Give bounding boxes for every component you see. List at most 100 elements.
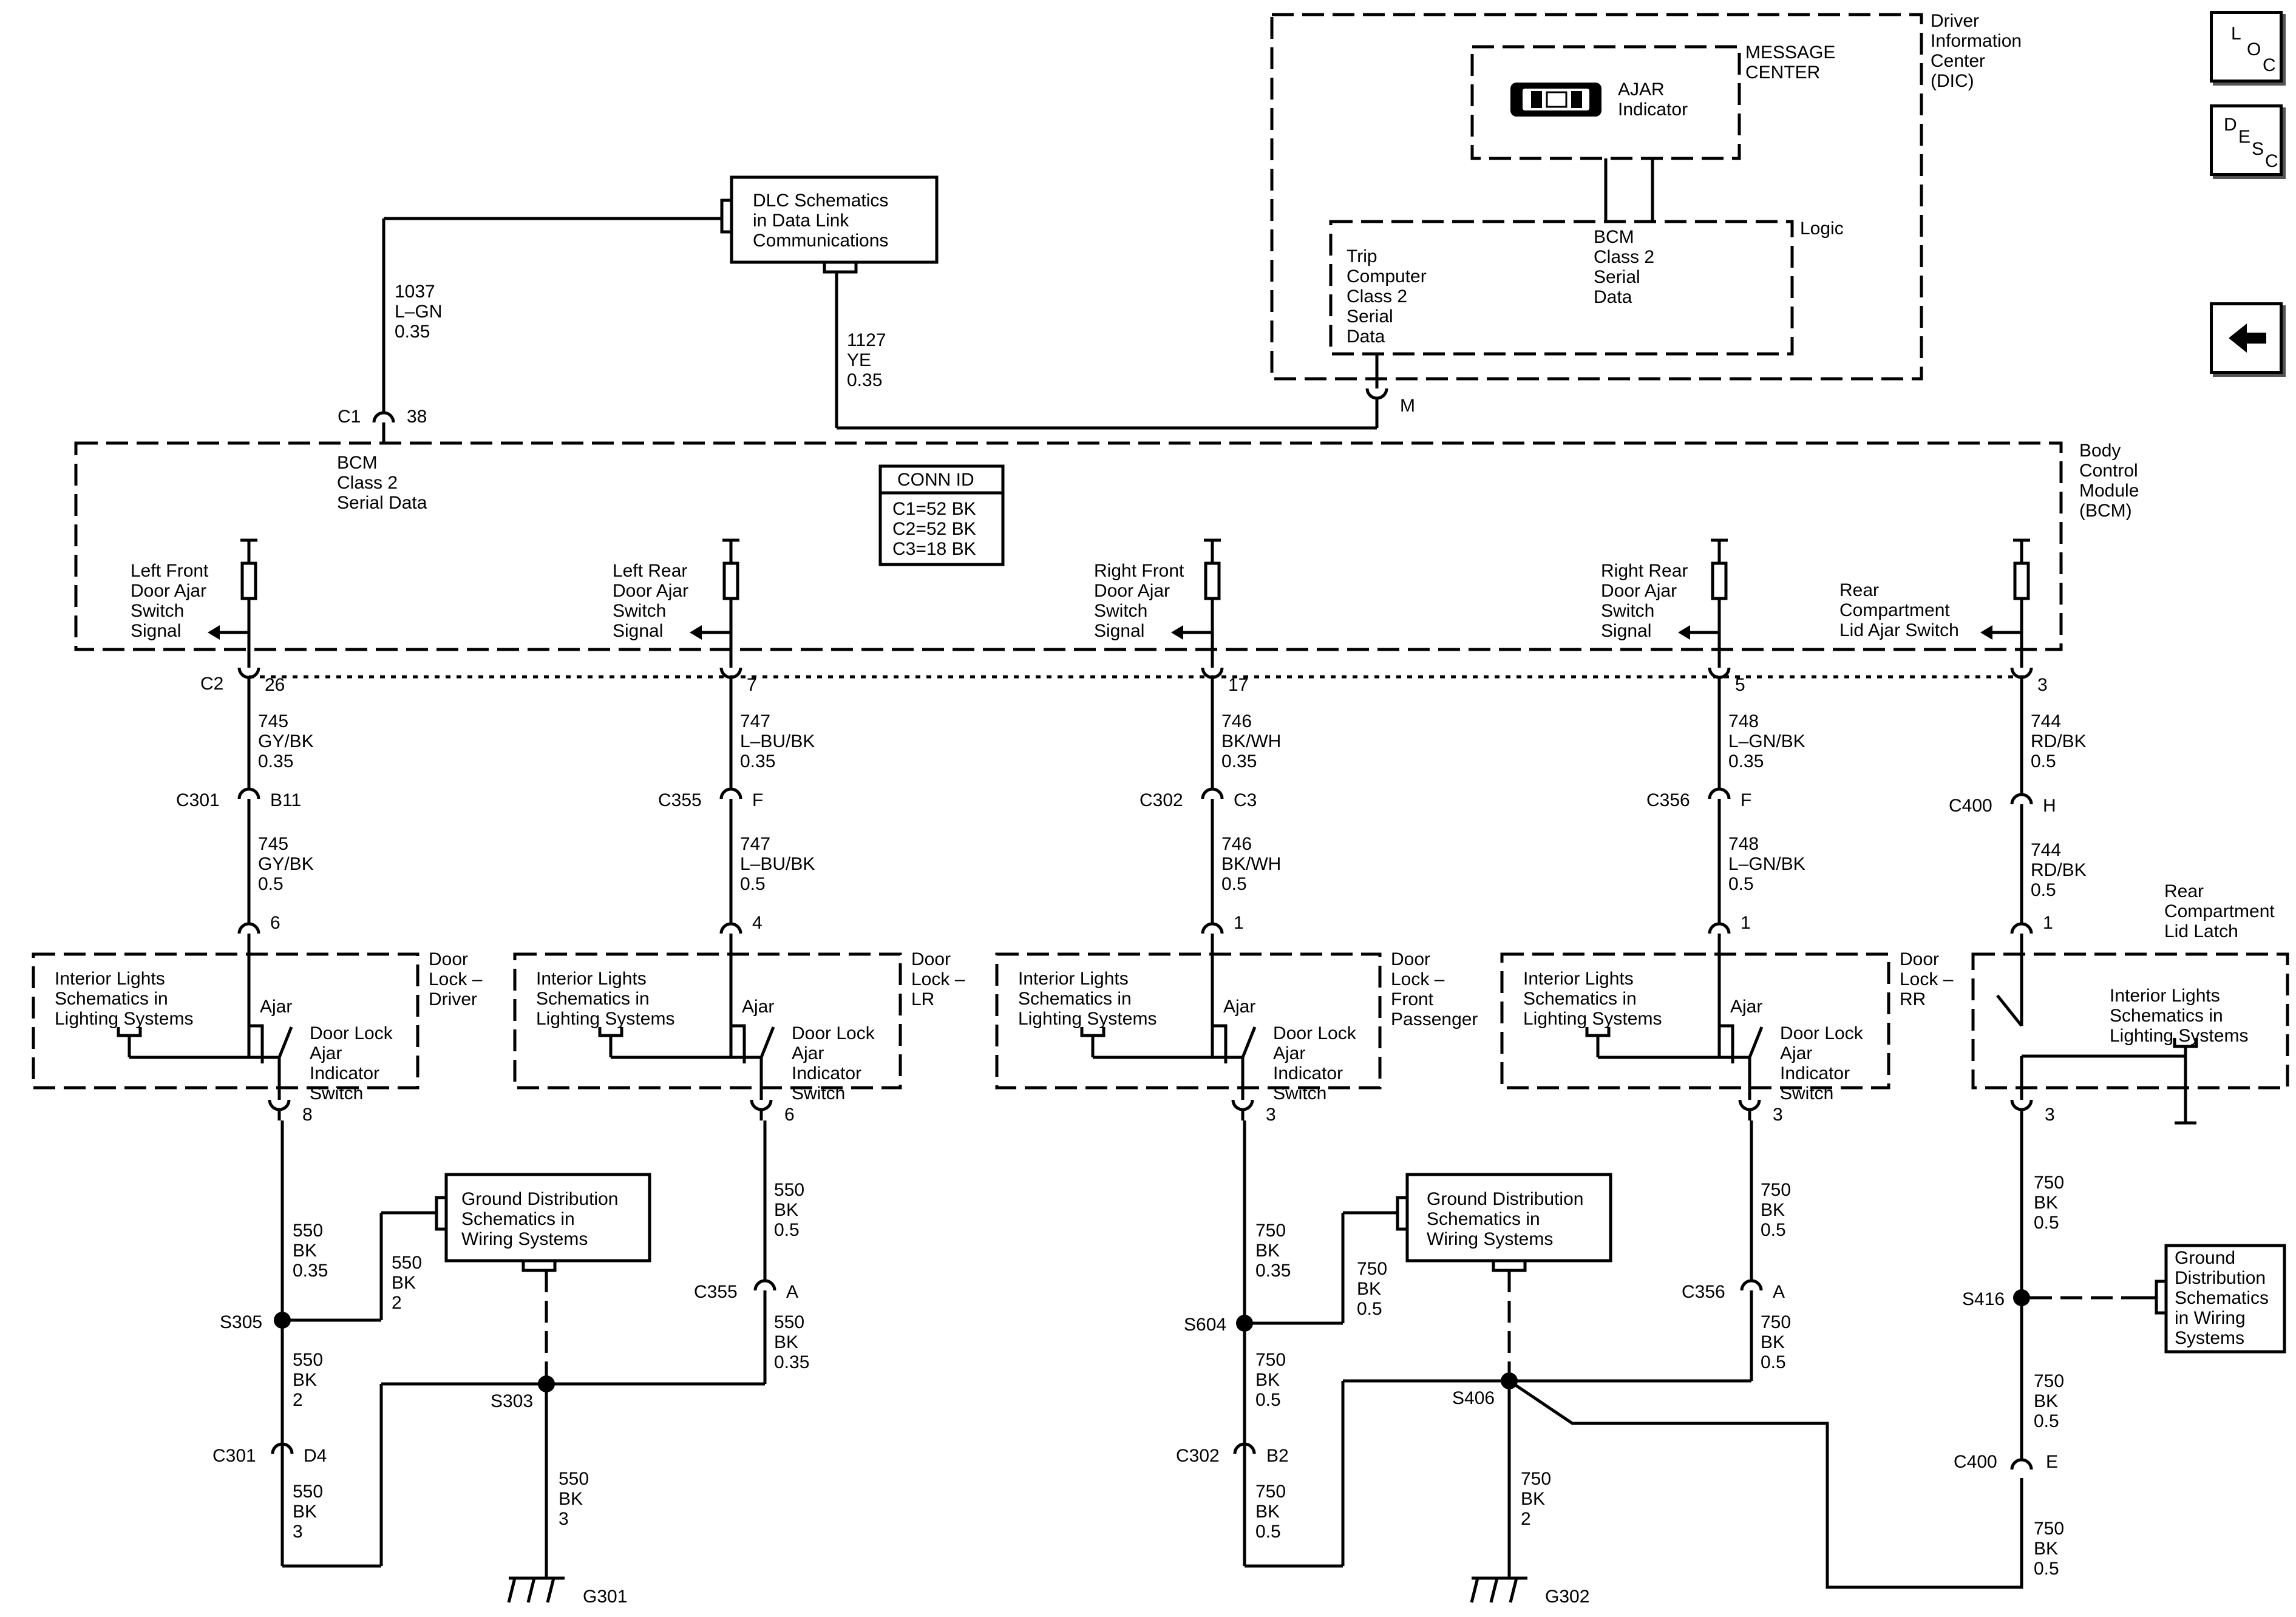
text-line: LR xyxy=(911,989,934,1009)
device-connector-out xyxy=(268,1099,291,1111)
text-line: Lighting Systems xyxy=(1018,1009,1156,1029)
text-line: 745 xyxy=(258,711,288,731)
device-box xyxy=(1500,952,1890,1090)
text-line: BK xyxy=(1357,1279,1381,1299)
text-line: Communications xyxy=(753,231,888,251)
bcm-c2-pin: 5 xyxy=(1735,675,1745,695)
device-box xyxy=(995,952,1382,1090)
text-line: 750 xyxy=(1761,1180,1791,1200)
text-line: Interior Lights xyxy=(1018,969,1129,989)
text-line: 746 xyxy=(1221,834,1252,854)
text-line: Signal xyxy=(1094,621,1144,641)
text-line: L–GN/BK xyxy=(1728,854,1805,874)
text-line: BK xyxy=(1521,1489,1545,1509)
text-line: Door xyxy=(1900,949,1939,969)
text-line: Body xyxy=(2079,441,2121,461)
text-line: Door xyxy=(429,949,468,969)
text-line: 0.5 xyxy=(2031,751,2056,771)
text-line: BK xyxy=(293,1370,317,1390)
text-line: Signal xyxy=(613,621,663,641)
text-line: Indicator xyxy=(1780,1063,1850,1083)
text-line: 0.35 xyxy=(847,370,882,390)
text-line: 550 xyxy=(774,1180,804,1200)
text-line: Signal xyxy=(1601,621,1651,641)
text-line: Lid Ajar Switch xyxy=(1839,620,1959,640)
text-line: 0.5 xyxy=(1255,1522,1281,1542)
text-line: Indicator xyxy=(1273,1063,1343,1083)
text-line: L–GN/BK xyxy=(1728,731,1805,751)
text-line: 2 xyxy=(1521,1509,1531,1529)
text-line: BK/WH xyxy=(1221,731,1281,751)
text-line: Distribution xyxy=(2175,1268,2266,1288)
device-pin-out: 8 xyxy=(302,1105,313,1125)
text-line: BK xyxy=(559,1489,583,1509)
text-line: Class 2 xyxy=(337,473,398,493)
text-line: Door Ajar xyxy=(131,581,206,601)
text-line: BCM xyxy=(337,453,378,473)
text-line: 550 xyxy=(392,1253,422,1273)
car-ajar-icon xyxy=(1510,83,1601,117)
device-box xyxy=(32,952,419,1090)
ajar-label: Ajar xyxy=(742,997,774,1017)
text-line: 750 xyxy=(1521,1469,1551,1489)
text-line: Switch xyxy=(1273,1083,1326,1103)
text-line: Systems xyxy=(2175,1328,2244,1348)
back-button[interactable] xyxy=(2210,302,2283,374)
loc-letter-l: L xyxy=(2231,24,2241,44)
text-line: Schematics in xyxy=(1018,989,1132,1009)
c356-a-pin: A xyxy=(1773,1282,1785,1302)
text-line: Schematics in xyxy=(1523,989,1637,1009)
text-line: Lock – xyxy=(1900,969,1954,989)
inline-connector-pin: F xyxy=(1741,790,1751,810)
text-line: Door Lock xyxy=(1273,1023,1357,1043)
text-line: Switch xyxy=(1601,601,1654,621)
text-line: Door Lock xyxy=(310,1023,393,1043)
text-line: 0.5 xyxy=(2034,1213,2059,1233)
text-line: Schematics in xyxy=(536,989,650,1009)
text-line: Switch xyxy=(310,1083,363,1103)
pullup-resistor xyxy=(2013,561,2030,600)
text-line: Interior Lights xyxy=(536,969,647,989)
text-line: 550 xyxy=(293,1350,323,1370)
text-line: Interior Lights xyxy=(1523,969,1634,989)
loc-button[interactable]: L O C xyxy=(2210,11,2283,83)
text-line: 3 xyxy=(293,1522,303,1542)
text-line: BK xyxy=(1255,1502,1280,1522)
signal-arrow-icon xyxy=(690,625,702,640)
ajar-label: Ajar xyxy=(1730,997,1762,1017)
text-line: 0.35 xyxy=(293,1261,328,1281)
text-line: Control xyxy=(2079,461,2138,481)
text-line: Class 2 xyxy=(1347,286,1407,307)
c2-connector xyxy=(719,667,742,679)
text-line: BK xyxy=(293,1241,317,1261)
text-line: 744 xyxy=(2031,711,2061,731)
text-line: Lock – xyxy=(1391,969,1445,989)
ground-g301-icon xyxy=(507,1576,565,1603)
text-line: Lighting Systems xyxy=(2110,1026,2248,1046)
desc-button[interactable]: D E S C xyxy=(2210,104,2283,176)
text-line: 750 xyxy=(1255,1350,1286,1370)
text-line: Switch xyxy=(792,1083,845,1103)
logic-label: Logic xyxy=(1800,219,1844,239)
text-line: GY/BK xyxy=(258,731,314,751)
ground-g302-icon xyxy=(1470,1576,1527,1603)
text-line: Door Ajar xyxy=(1601,581,1677,601)
text-line: Serial Data xyxy=(337,493,427,513)
splice-s305 xyxy=(274,1312,291,1329)
text-line: BK/WH xyxy=(1221,854,1281,874)
text-line: Compartment xyxy=(1839,600,1950,620)
c2-connector xyxy=(1201,667,1224,679)
